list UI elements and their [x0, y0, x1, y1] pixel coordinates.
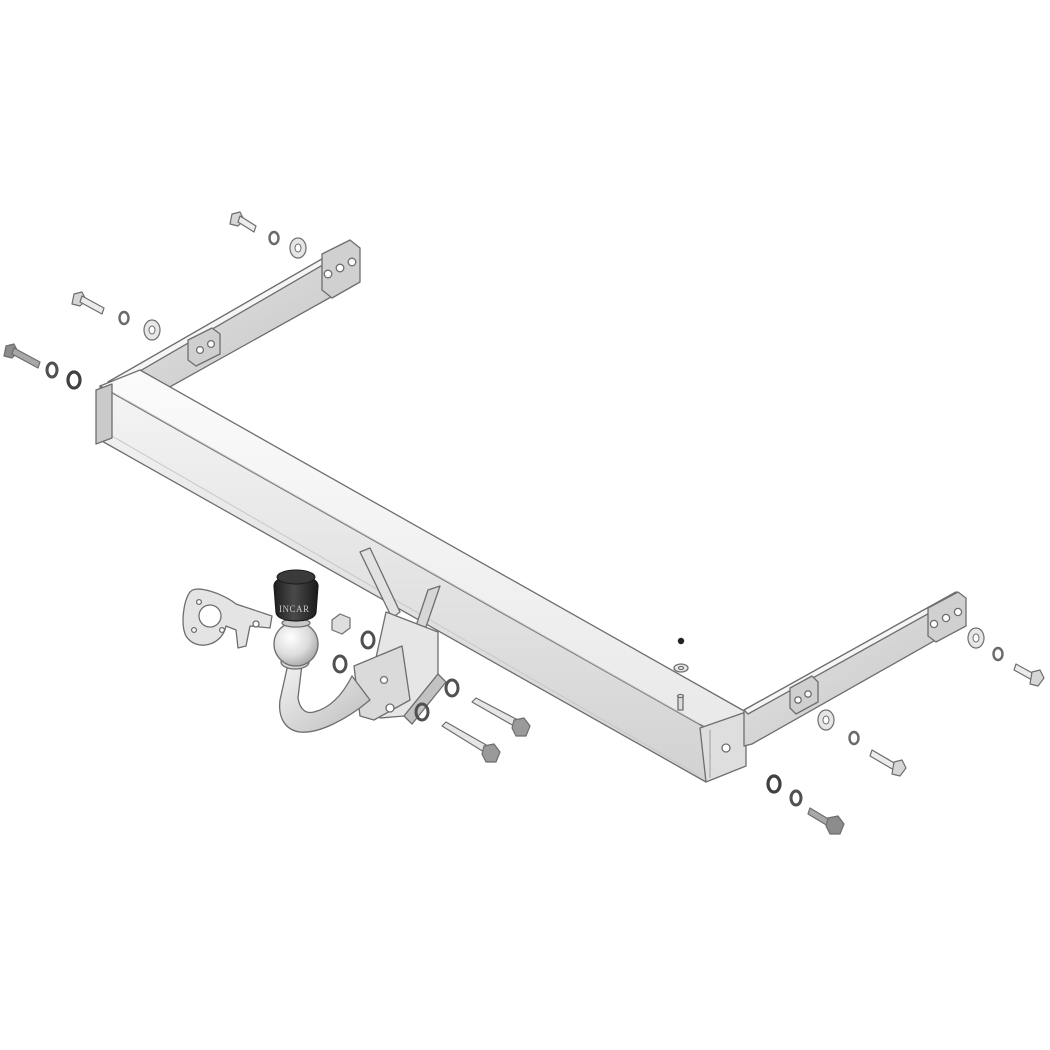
washer	[444, 678, 460, 698]
right-arm-fasteners	[766, 627, 1045, 835]
bolt	[71, 291, 105, 315]
washer	[766, 774, 782, 794]
cap-logo-text: INCAR	[279, 604, 310, 614]
washer	[789, 789, 803, 807]
bolt	[3, 343, 41, 369]
washer	[992, 646, 1004, 662]
bolt	[1013, 663, 1045, 687]
long-bolt	[441, 721, 501, 763]
bolt	[807, 807, 845, 835]
tow-ball-cap: INCAR	[273, 569, 319, 622]
washer	[848, 730, 860, 746]
center-fasteners	[331, 613, 531, 763]
left-arm-fasteners	[3, 211, 307, 390]
washer	[45, 361, 59, 379]
long-bolt	[471, 697, 531, 737]
bolt	[229, 211, 257, 233]
hex-nut	[331, 613, 351, 635]
washer	[268, 230, 280, 246]
socket-bracket	[182, 588, 273, 649]
washer	[360, 630, 376, 650]
washer	[414, 702, 430, 722]
washer	[332, 654, 348, 674]
washer	[118, 310, 130, 326]
right-mounting-arm	[743, 591, 967, 747]
tow-ball-neck	[273, 618, 371, 733]
left-mounting-arm	[107, 239, 361, 401]
bolt	[869, 749, 907, 777]
main-cross-beam	[95, 369, 747, 783]
washer	[66, 370, 82, 390]
